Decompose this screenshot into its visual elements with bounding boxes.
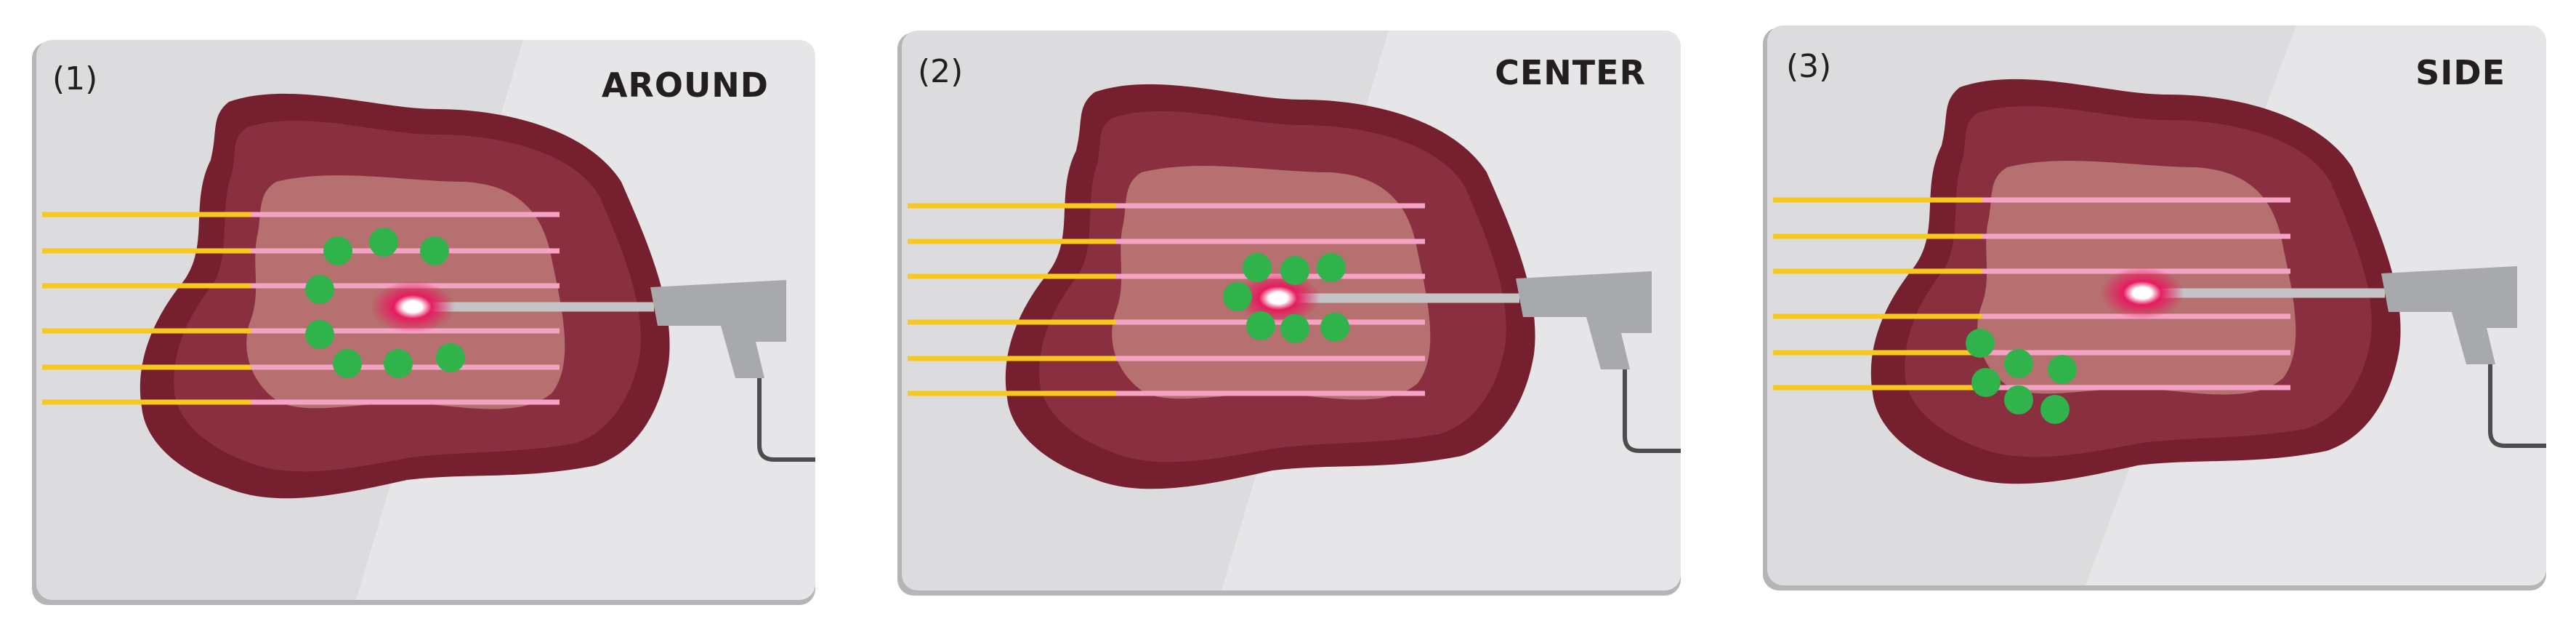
panel-title: SIDE [2415,53,2506,92]
wire-group [42,212,560,405]
green-dot-icon [305,275,334,304]
green-dot-icon [1320,313,1349,342]
green-dot-icon [1280,256,1309,285]
green-dot-icon [369,228,398,257]
panel-number-label: (1) [52,60,97,97]
green-dot-icon [1223,282,1252,311]
panel-title: AROUND [602,65,769,105]
wire-group [1773,197,2290,390]
green-dot-icon [1966,329,1995,358]
green-dot-icon [1243,253,1272,282]
green-dot-icon [2004,385,2033,414]
dot-pattern-center [1223,253,1349,343]
wire-group [908,203,1425,396]
panel-side: (3) SIDE [1763,25,2546,590]
panel-center: (2) CENTER [897,31,1681,596]
green-dot-icon [2004,349,2033,378]
glow-tip-icon [2100,267,2184,319]
green-dot-icon [436,343,465,372]
green-dot-icon [384,349,413,378]
green-dot-icon [1246,311,1275,340]
panel-number-label: (2) [918,53,963,90]
green-dot-icon [1317,253,1346,282]
green-dot-icon [1280,314,1309,343]
green-dot-icon [323,236,352,265]
glow-tip-icon [371,281,455,333]
dot-pattern-around [305,228,465,378]
green-dot-icon [2048,355,2077,384]
green-dot-icon [1971,368,2000,397]
green-dot-icon [305,320,334,349]
glow-tip-icon [1236,272,1320,324]
panel-title: CENTER [1495,53,1646,92]
green-dot-icon [420,236,449,265]
panel-around: (1) AROUND [32,40,815,605]
dot-pattern-side [1966,329,2077,424]
panel-number-label: (3) [1786,48,1831,85]
green-dot-icon [2040,395,2070,424]
green-dot-icon [333,349,362,378]
